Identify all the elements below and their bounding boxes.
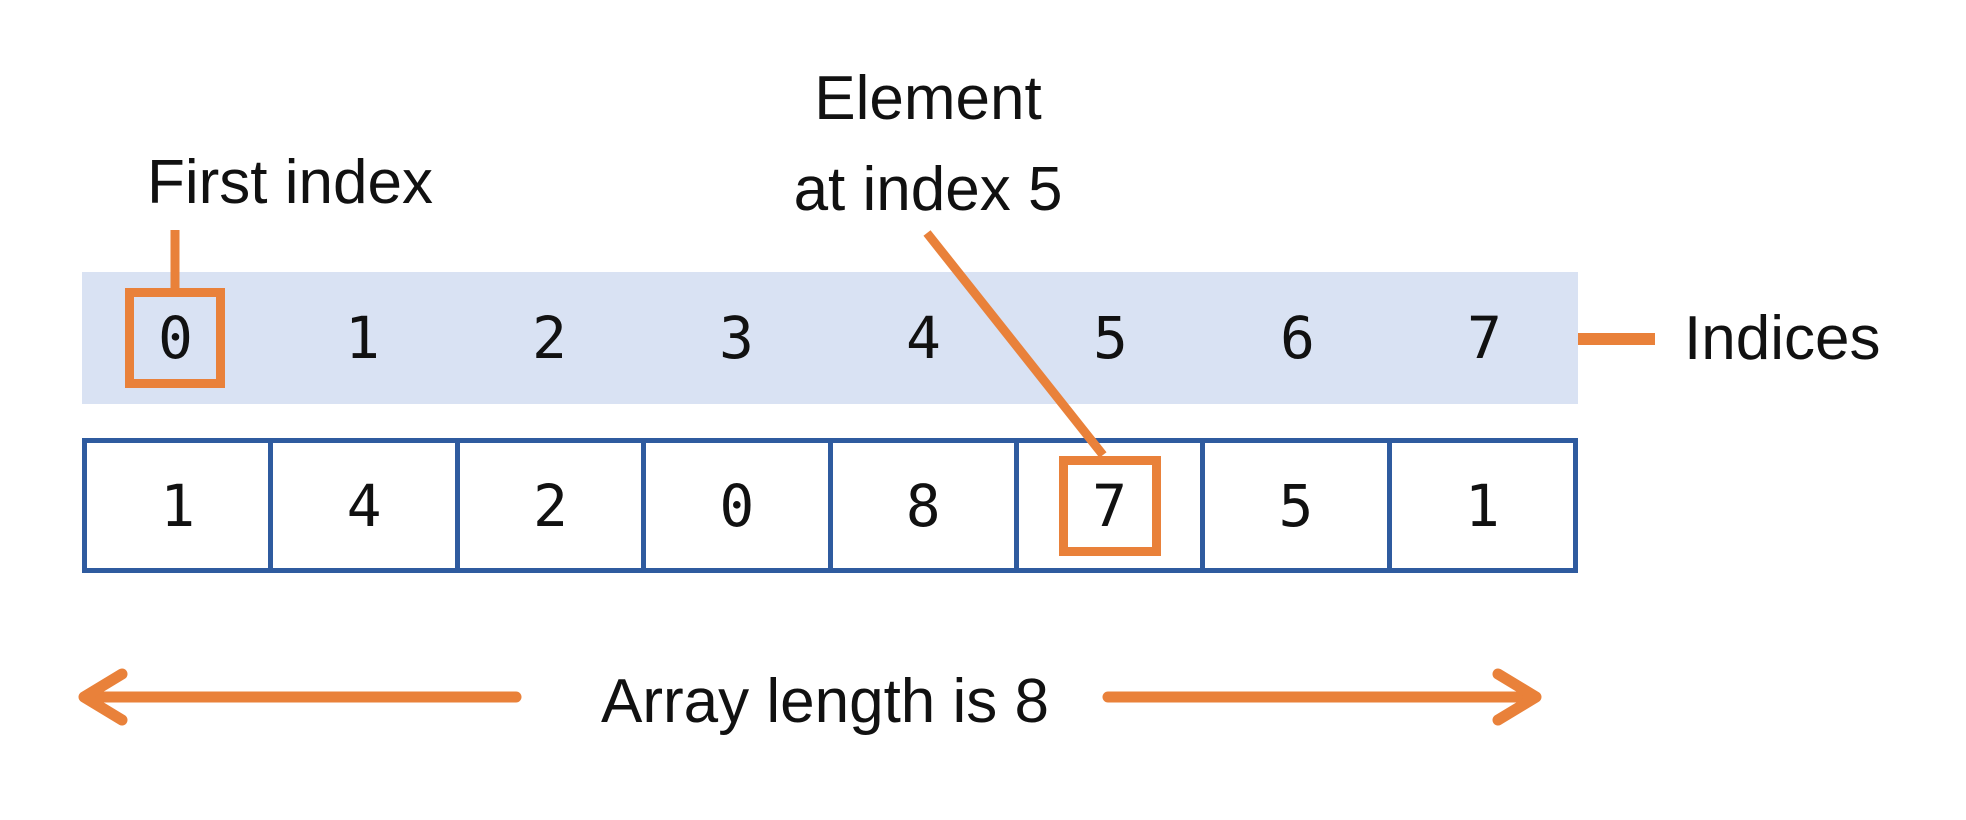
- array-length-label: Array length is 8: [601, 667, 1049, 736]
- value-cell: 5: [1200, 443, 1386, 568]
- indices-row: 0 1 2 3 4 5 6 7: [82, 272, 1578, 404]
- index-cell: 6: [1280, 304, 1315, 372]
- value-cell: 7: [1013, 443, 1200, 568]
- element-at-index-label: Element at index 5: [678, 53, 1178, 235]
- element-label-line2: at index 5: [793, 155, 1063, 224]
- element-label-line1: Element: [814, 64, 1042, 133]
- value-cell: 8: [827, 443, 1014, 568]
- left-arrow-head: [78, 668, 128, 726]
- value-cell: 0: [641, 443, 827, 568]
- index-cell: 1: [345, 304, 380, 372]
- value-cell: 1: [1386, 443, 1573, 568]
- index-cell: 0: [158, 304, 193, 372]
- indices-label: Indices: [1684, 304, 1881, 373]
- first-index-label: First index: [147, 148, 433, 217]
- value-cell: 4: [268, 443, 454, 568]
- value-cell: 1: [160, 471, 196, 540]
- array-length-left-arrow: [78, 668, 522, 726]
- index-cell: 5: [1093, 304, 1128, 372]
- index-cell: 2: [532, 304, 567, 372]
- index-cell: 4: [906, 304, 941, 372]
- value-cell: 2: [454, 443, 641, 568]
- array-length-right-arrow: [1102, 668, 1542, 726]
- index-cell: 3: [719, 304, 754, 372]
- index-cell: 7: [1467, 304, 1502, 372]
- right-arrow-head: [1492, 668, 1542, 726]
